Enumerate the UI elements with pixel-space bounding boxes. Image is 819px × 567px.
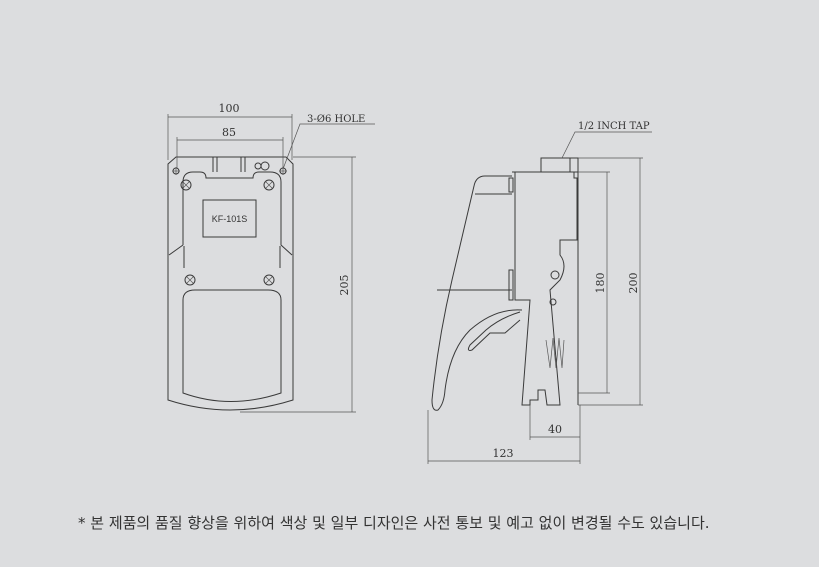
front-housing-outline bbox=[168, 171, 293, 268]
dim-height: 205 bbox=[338, 275, 351, 296]
side-view: 1/2 INCH TAP 180 200 40 123 bbox=[427, 121, 652, 464]
tap-boss bbox=[540, 157, 579, 173]
dimension-lines bbox=[167, 114, 375, 413]
side-handle-outline bbox=[431, 175, 523, 411]
pivot-icon bbox=[550, 270, 560, 280]
tap-callout: 1/2 INCH TAP bbox=[578, 121, 650, 132]
front-view: KF-101S 100 85 3-Ø6 HOLE 205 bbox=[167, 102, 375, 413]
dim-overall-width: 100 bbox=[219, 102, 240, 115]
mounting-hole-icon bbox=[172, 167, 287, 175]
dim-inner-height: 180 bbox=[594, 273, 607, 294]
model-label-text: KF-101S bbox=[212, 214, 248, 224]
model-label-plate bbox=[202, 199, 257, 238]
side-body-outline bbox=[512, 171, 578, 406]
dim-body-depth: 40 bbox=[548, 423, 562, 436]
dim-overall-height: 200 bbox=[627, 273, 640, 294]
dim-overall-depth: 123 bbox=[493, 447, 514, 460]
footnote: * 본 제품의 품질 향상을 위하여 색상 및 일부 디자인은 사전 통보 및 … bbox=[78, 514, 710, 532]
dimension-lines bbox=[427, 131, 652, 464]
screw-icon bbox=[180, 161, 275, 286]
dim-hole-spacing: 85 bbox=[222, 126, 236, 139]
side-lever bbox=[467, 311, 521, 351]
front-plate-outline bbox=[167, 156, 294, 411]
front-cover-outline bbox=[182, 289, 282, 402]
hole-callout: 3-Ø6 HOLE bbox=[307, 114, 365, 125]
spring-icon bbox=[545, 337, 565, 369]
